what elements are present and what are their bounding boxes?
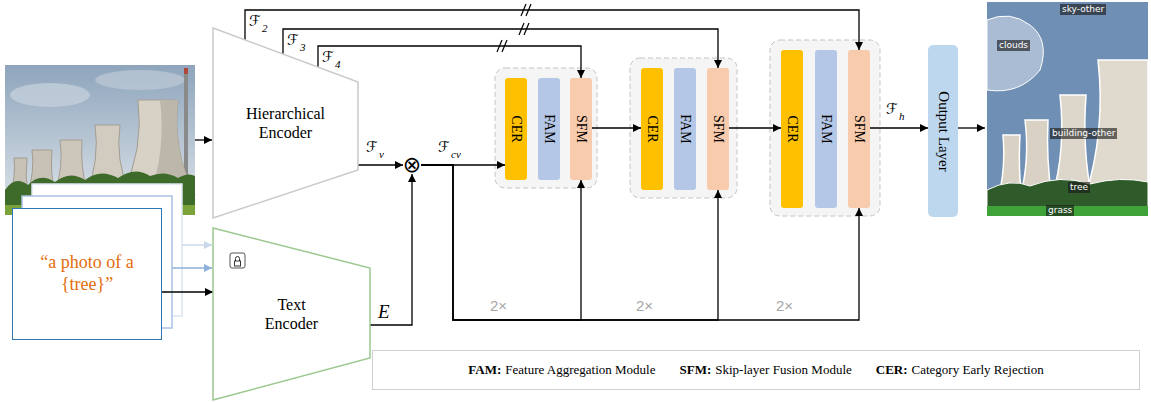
arrow-connector — [729, 127, 781, 128]
node-label: FAM — [678, 114, 692, 143]
rejection-block: CER — [781, 50, 803, 208]
node-label: SFM — [574, 115, 588, 143]
fusion-block: SFM — [707, 68, 729, 190]
fusion-block: SFM — [570, 78, 592, 180]
trapezoid-outline — [213, 28, 358, 218]
aggregation-block: FAM — [538, 78, 560, 180]
feature-symbol: ℱ — [322, 50, 334, 65]
abbreviation-meaning: Feature Aggregation Module — [505, 362, 655, 378]
arrow-connector — [245, 10, 859, 50]
node-label: FAM — [542, 114, 556, 143]
arrow-connector — [318, 46, 581, 78]
feature-symbol: ℱ — [287, 33, 299, 48]
arrow-connector — [370, 174, 412, 325]
node-label: CER — [785, 115, 799, 142]
arrow-connector — [592, 127, 641, 128]
output-segmentation — [987, 2, 1148, 216]
aggregation-block: FAM — [815, 50, 837, 208]
upsample-label: 2× — [636, 298, 653, 313]
class-label: tree — [1068, 182, 1090, 193]
encoder-trapezoid: Text Encoder — [213, 228, 370, 400]
class-label: building-other — [1050, 128, 1117, 139]
rejection-block: CER — [505, 78, 527, 180]
node-label: Hierarchical Encoder — [236, 104, 336, 142]
arrow-connector — [421, 165, 581, 320]
feature-subscript: 2 — [262, 23, 268, 34]
arrow-connector — [870, 127, 928, 128]
multiply-operator: ⊗ — [403, 156, 421, 174]
break-marks — [497, 4, 531, 52]
arrow-connector — [283, 29, 718, 68]
feature-subscript: h — [899, 111, 905, 122]
upsample-label: 2× — [490, 298, 507, 313]
arrow-connector — [358, 164, 403, 165]
fusion-block: SFM — [848, 50, 870, 208]
upsample-label: 2× — [776, 298, 793, 313]
feature-subscript: cv — [451, 149, 461, 160]
node-label: SFM — [711, 115, 725, 143]
prompt-card: “a photo of a {tree}” — [12, 208, 162, 340]
node-label: FAM — [819, 114, 833, 143]
feature-symbol: ℱ — [438, 140, 450, 155]
node-label: Text Encoder — [260, 295, 324, 333]
feature-symbol: ℱ — [886, 102, 898, 117]
output-arrow — [958, 127, 985, 128]
abbreviation-meaning: Category Early Rejection — [912, 362, 1044, 378]
encoder-trapezoid: Hierarchical Encoder — [213, 28, 358, 218]
node-label: “a photo of a {tree}” — [22, 252, 152, 295]
rejection-block: CER — [641, 68, 663, 190]
feature-subscript: 4 — [335, 59, 341, 70]
abbreviation: SFM: — [679, 362, 711, 378]
input-arrow — [195, 139, 212, 140]
arrow-connector — [162, 291, 213, 292]
feature-symbol: ℱ — [249, 14, 261, 29]
abbreviation: CER: — [876, 362, 908, 378]
embedding-symbol: E — [378, 302, 390, 321]
abbreviation-meaning: Skip-layer Fusion Module — [715, 362, 852, 378]
module-group — [495, 40, 880, 216]
class-label: sky-other — [1060, 4, 1106, 15]
class-label: grass — [1046, 205, 1074, 216]
abbreviation: FAM: — [468, 362, 501, 378]
feature-subscript: v — [379, 149, 384, 160]
feature-symbol: ℱ — [366, 140, 378, 155]
node-label: CER — [509, 115, 523, 142]
node-label: Output Layer — [936, 91, 951, 171]
node-label: SFM — [852, 115, 866, 143]
node-label: CER — [645, 115, 659, 142]
class-label: clouds — [997, 40, 1030, 51]
lock-icon — [230, 253, 245, 268]
output-layer-box: Output Layer — [928, 45, 958, 217]
abbreviation-box: FAM:Feature Aggregation Module SFM:Skip-l… — [372, 350, 1140, 390]
feature-subscript: 3 — [300, 42, 306, 53]
trapezoid-outline — [213, 228, 370, 400]
trapezoid-outline — [213, 228, 370, 400]
operator-symbol: ⊗ — [403, 156, 421, 174]
trapezoid-outline — [213, 28, 358, 218]
aggregation-block: FAM — [674, 68, 696, 190]
